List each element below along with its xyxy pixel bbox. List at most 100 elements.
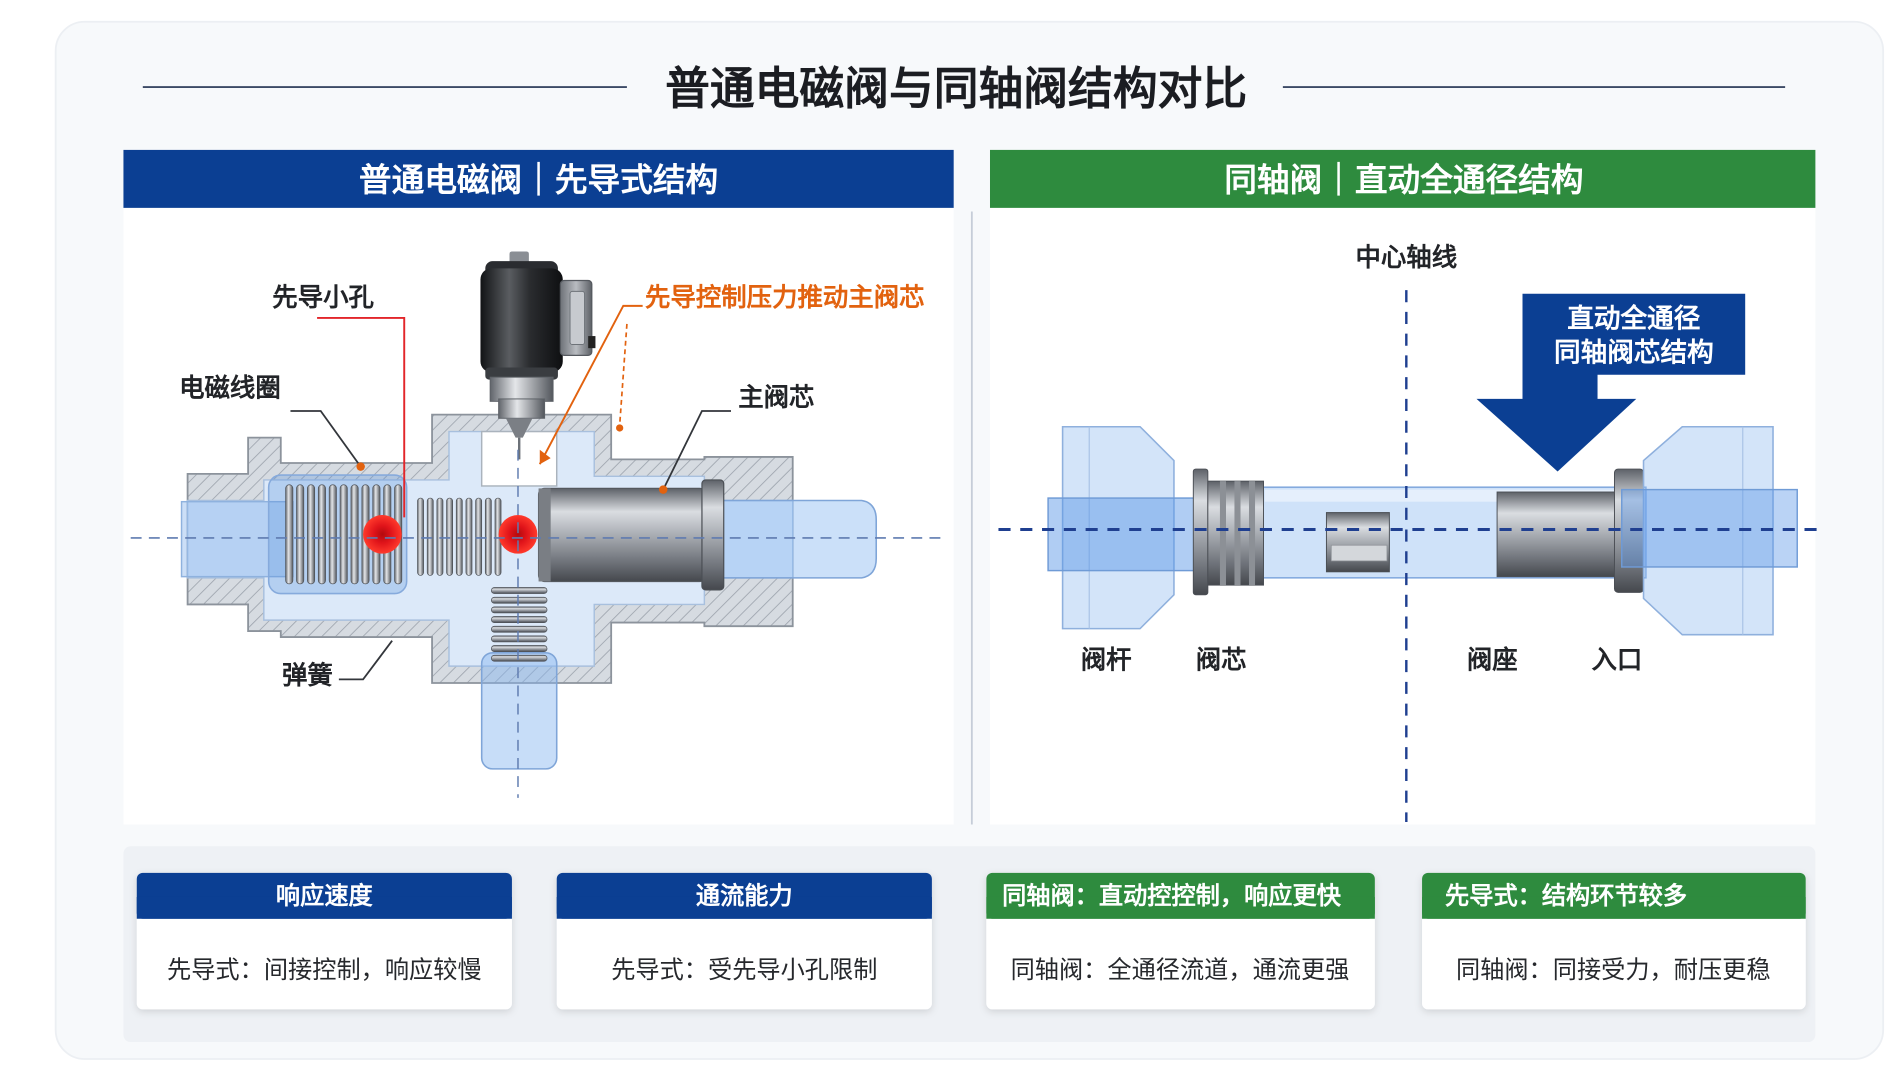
leader-spring bbox=[338, 640, 393, 681]
label-coil: 电磁线圈 bbox=[179, 373, 281, 403]
spring-coil-turn bbox=[350, 484, 359, 585]
card-response-speed: 响应速度 先导式：间接控制，响应较慢 bbox=[136, 872, 512, 1010]
spring-coil-turn bbox=[491, 625, 548, 633]
label-central-axis: 中心轴线 bbox=[1355, 242, 1457, 272]
spring-coil-turn bbox=[475, 497, 483, 576]
spring-coil-turn bbox=[484, 497, 492, 576]
right-panel-header-bar bbox=[989, 149, 1816, 208]
solenoid-armature-housing bbox=[489, 376, 554, 402]
label-main-spool: 主阀芯 bbox=[738, 382, 814, 412]
label-seat: 阀座 bbox=[1467, 645, 1518, 675]
card-header-bar-base bbox=[136, 896, 512, 919]
card-header-bar-base bbox=[1422, 896, 1806, 919]
pilot-hole-marker-2 bbox=[498, 514, 538, 554]
main-spool-lip bbox=[538, 488, 551, 582]
spring-coil-turn bbox=[491, 635, 548, 643]
left-panel-header-bar bbox=[123, 149, 954, 208]
callout-line-2: 同轴阀芯结构 bbox=[1554, 337, 1714, 368]
page-title: 普通电磁阀与同轴阀结构对比 bbox=[665, 62, 1247, 115]
main-spool-cap bbox=[701, 479, 725, 591]
valve-core-rod bbox=[1330, 544, 1388, 562]
leader-coil-dot bbox=[356, 462, 365, 471]
label-inlet: 入口 bbox=[1591, 645, 1642, 675]
solenoid-connector-prong bbox=[588, 336, 596, 349]
callout-arrow bbox=[1476, 293, 1746, 472]
label-pilot-pressure: 先导控制压力推动主阀芯 bbox=[645, 282, 924, 312]
card-flow-capacity: 通流能力 先导式：受先导小孔限制 bbox=[556, 872, 932, 1010]
spring-coil-turn bbox=[426, 497, 434, 576]
card-header-text: 通流能力 bbox=[696, 882, 793, 910]
card-header-text: 响应速度 bbox=[276, 882, 374, 910]
spring-coil-turn bbox=[491, 596, 548, 604]
valve-stem-groove bbox=[1248, 481, 1256, 586]
valve-stem bbox=[1192, 468, 1264, 596]
spring-coil-turn bbox=[491, 654, 548, 662]
right-end-block bbox=[1642, 425, 1774, 636]
card-coaxial-response: 同轴阀：直动控控制，响应更快 同轴阀：全通径流道，通流更强 bbox=[986, 872, 1375, 1010]
spring-coil-turn bbox=[285, 484, 294, 585]
card-body-text: 先导式：受先导小孔限制 bbox=[611, 956, 877, 984]
solenoid-coil-body bbox=[480, 268, 563, 373]
valve-core bbox=[1325, 512, 1390, 573]
outlet-tube-bottom bbox=[480, 652, 558, 770]
left-pipe bbox=[1047, 497, 1199, 572]
spring-coil-turn bbox=[328, 484, 337, 585]
leader-main-spool bbox=[662, 410, 731, 491]
spring-coil-turn bbox=[491, 587, 548, 594]
card-header-text: 先导式：结构环节较多 bbox=[1445, 882, 1687, 910]
leader-pilot-pressure bbox=[538, 304, 643, 465]
leader-coil bbox=[290, 410, 362, 468]
label-pilot-hole: 先导小孔 bbox=[272, 282, 374, 312]
solenoid-actuator bbox=[480, 251, 596, 460]
valve-seat bbox=[1496, 491, 1619, 578]
label-core: 阀芯 bbox=[1196, 645, 1247, 675]
card-body-text: 先导式：间接控制，响应较慢 bbox=[167, 956, 482, 984]
spring-coil-turn bbox=[465, 497, 473, 576]
main-spool-body bbox=[537, 487, 707, 583]
leader-pilot-pressure-arrow bbox=[539, 449, 551, 465]
spring-coil-turn bbox=[455, 497, 463, 576]
solenoid-armature-tip bbox=[498, 398, 546, 419]
inlet-port-tube bbox=[180, 500, 294, 578]
pilot-hole-marker bbox=[363, 514, 402, 554]
solenoid-connector-face bbox=[569, 290, 586, 346]
leader-main-spool-dot bbox=[658, 485, 668, 494]
card-header-bar-base bbox=[556, 896, 932, 919]
right-panel-header-text: 同轴阀｜直动全通径结构 bbox=[1224, 161, 1583, 199]
spring-coil-turn bbox=[491, 616, 548, 623]
label-spring: 弹簧 bbox=[282, 660, 333, 690]
solenoid-valve-diagram: 先导小孔 先导控制压力推动主阀芯 电磁线圈 主阀芯 弹簧 bbox=[130, 251, 942, 798]
coil-spring-middle bbox=[417, 497, 502, 576]
spring-coil-turn bbox=[307, 484, 316, 585]
spring-coil-turn bbox=[491, 606, 548, 614]
comparison-strip bbox=[123, 846, 1816, 1043]
main-spool bbox=[537, 479, 725, 591]
label-stem: 阀杆 bbox=[1081, 645, 1132, 675]
spring-coil-turn bbox=[491, 645, 548, 652]
coil-spring-bottom bbox=[491, 587, 548, 662]
spring-coil-turn bbox=[317, 484, 326, 585]
card-structure: 先导式：结构环节较多 同轴阀：同接受力，耐压更稳 bbox=[1422, 872, 1806, 1010]
solenoid-base-ring bbox=[485, 367, 558, 380]
card-header-text: 同轴阀：直动控控制，响应更快 bbox=[1002, 882, 1342, 910]
spring-coil-turn bbox=[339, 484, 348, 585]
pilot-needle bbox=[505, 418, 533, 438]
left-end-block bbox=[1061, 425, 1175, 630]
left-panel-header-text: 普通电磁阀｜先导式结构 bbox=[359, 161, 718, 199]
spring-coil-turn bbox=[296, 484, 305, 585]
spring-coil-turn bbox=[446, 497, 453, 576]
card-header-bar-base bbox=[986, 896, 1375, 919]
spring-coil-turn bbox=[417, 497, 424, 576]
card-body-text: 同轴阀：全通径流道，通流更强 bbox=[1011, 956, 1350, 984]
leader-pilot-pressure-dot bbox=[616, 424, 624, 432]
spring-coil-turn bbox=[436, 497, 444, 576]
valve-stem-groove bbox=[1219, 481, 1226, 586]
coil-spring-left bbox=[285, 484, 403, 585]
card-body-text: 同轴阀：同接受力，耐压更稳 bbox=[1456, 956, 1771, 984]
leader-pilot-pressure-secondary bbox=[618, 323, 628, 426]
leader-pilot-hole bbox=[317, 316, 406, 518]
outlet-tube-right bbox=[715, 499, 878, 579]
valve-stem-groove bbox=[1234, 481, 1241, 586]
coaxial-valve-diagram: 直动全通径 同轴阀芯结构 中心轴线 阀杆 阀芯 阀座 入口 bbox=[998, 242, 1822, 823]
